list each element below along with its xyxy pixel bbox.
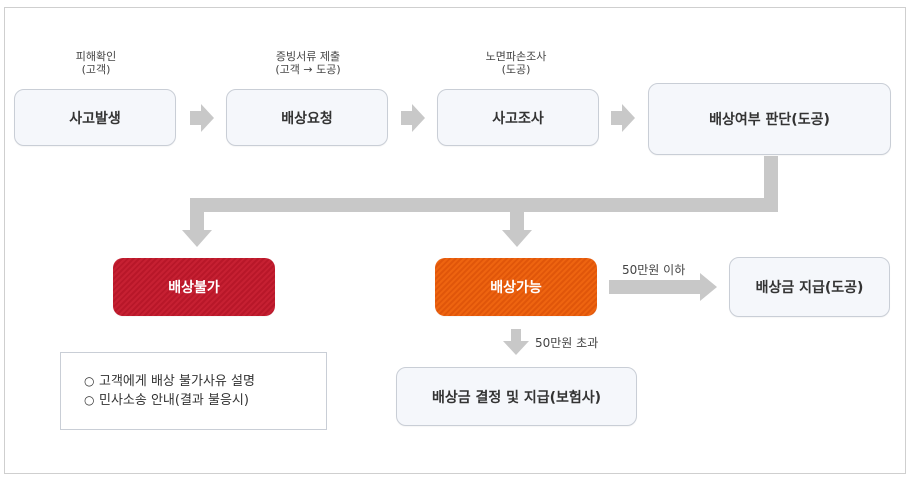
step-box-request: 배상요청 bbox=[226, 89, 388, 146]
rejected-notes: ○ 고객에게 배상 불가사유 설명 ○ 민사소송 안내(결과 불응시) bbox=[60, 352, 327, 430]
step-1-caption-line-1: 피해확인 bbox=[75, 50, 117, 63]
outcome-box-rejected: 배상불가 bbox=[113, 258, 275, 316]
outcome-box-label: 배상불가 bbox=[168, 280, 220, 296]
branch-label-small-amount: 50만원 이하 bbox=[622, 263, 686, 277]
step-1-caption-line-2: (고객) bbox=[81, 63, 111, 76]
rejected-note-item: ○ 고객에게 배상 불가사유 설명 bbox=[84, 372, 326, 391]
step-2-caption: 증빙서류 제출 (고객 → 도공) bbox=[243, 50, 373, 76]
step-box-accident: 사고발생 bbox=[14, 89, 176, 146]
rejected-note-text: 고객에게 배상 불가사유 설명 bbox=[99, 374, 255, 389]
arrow-down-icon bbox=[502, 205, 532, 247]
outcome-box-label: 배상가능 bbox=[490, 280, 542, 296]
rejected-note-text: 민사소송 안내(결과 불응시) bbox=[99, 393, 249, 408]
arrow-right-icon bbox=[611, 104, 635, 132]
rejected-note-item: ○ 민사소송 안내(결과 불응시) bbox=[84, 391, 326, 410]
step-1-caption: 피해확인 (고객) bbox=[46, 50, 146, 76]
step-3-caption-line-1: 노면파손조사 bbox=[485, 50, 547, 63]
step-2-caption-line-2: (고객 → 도공) bbox=[275, 63, 341, 76]
step-box-label: 사고발생 bbox=[69, 110, 121, 127]
step-box-label: 사고조사 bbox=[492, 110, 544, 127]
arrow-down-icon bbox=[503, 329, 529, 355]
step-3-caption-line-2: (도공) bbox=[501, 63, 531, 76]
outcome-box-approved: 배상가능 bbox=[435, 258, 597, 316]
connector-horizontal bbox=[190, 198, 778, 212]
arrow-right-icon bbox=[401, 104, 425, 132]
step-box-label: 배상여부 판단(도공) bbox=[709, 112, 830, 128]
payout-box-label: 배상금 결정 및 지급(보험사) bbox=[431, 389, 602, 406]
step-2-caption-line-1: 증빙서류 제출 bbox=[275, 50, 341, 63]
step-box-investigation: 사고조사 bbox=[437, 89, 599, 146]
payout-box-insurer: 배상금 결정 및 지급(보험사) bbox=[396, 367, 637, 426]
payout-box-expressway: 배상금 지급(도공) bbox=[729, 257, 890, 317]
step-box-label: 배상요청 bbox=[281, 110, 333, 127]
circle-outline-icon: ○ bbox=[84, 374, 95, 388]
arrow-right-icon bbox=[609, 273, 717, 301]
arrow-right-icon bbox=[190, 104, 214, 132]
step-3-caption: 노면파손조사 (도공) bbox=[466, 50, 566, 76]
step-box-decision: 배상여부 판단(도공) bbox=[648, 83, 891, 155]
circle-outline-icon: ○ bbox=[84, 393, 95, 407]
arrow-down-icon bbox=[182, 205, 212, 247]
branch-label-large-amount: 50만원 초과 bbox=[535, 336, 599, 350]
payout-box-label: 배상금 지급(도공) bbox=[755, 280, 864, 296]
